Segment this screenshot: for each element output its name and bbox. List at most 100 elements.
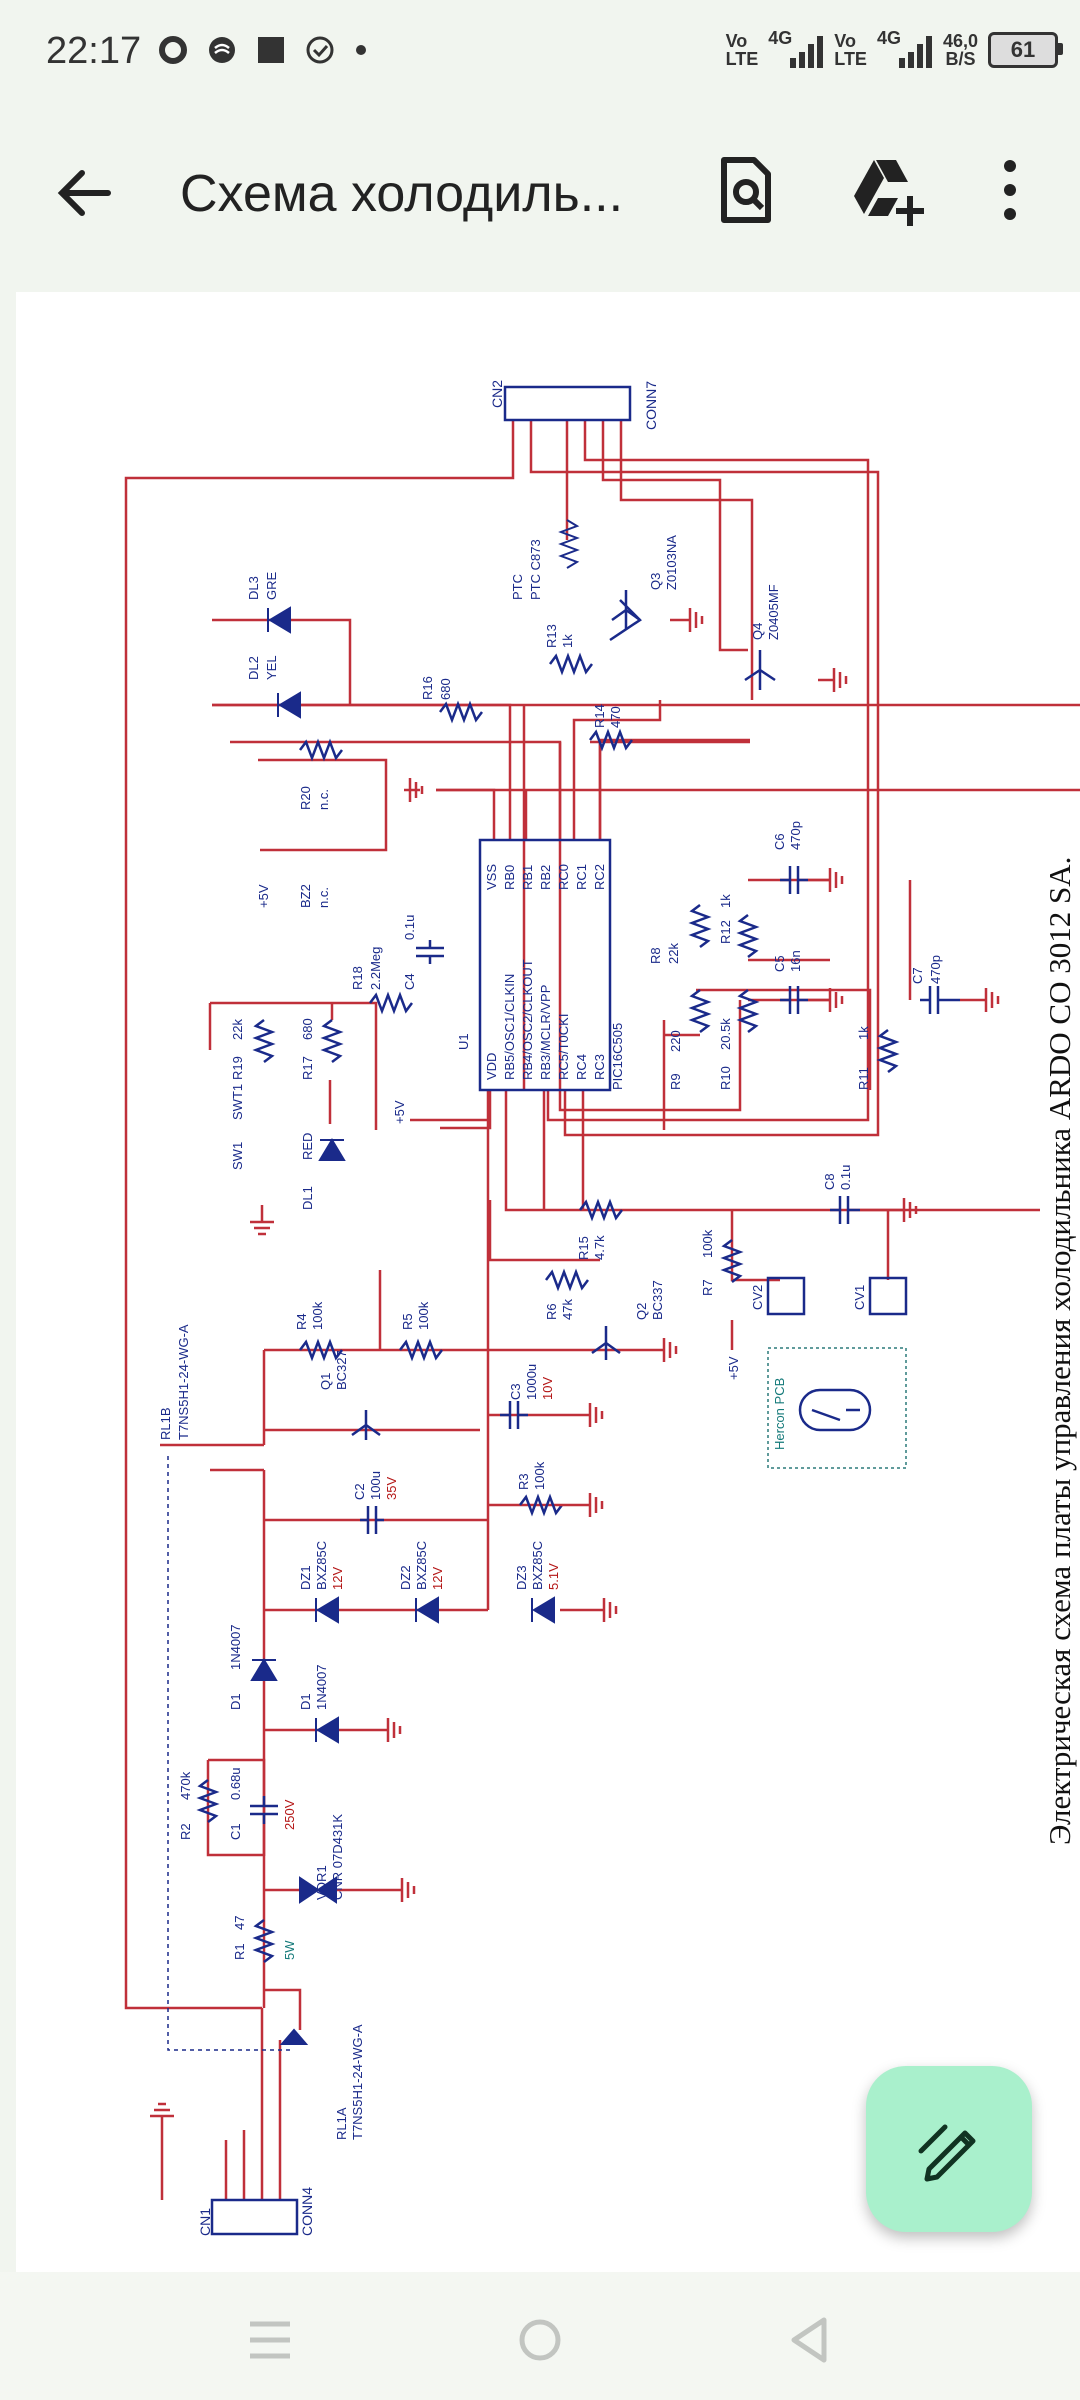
r4-resistor [299,1338,343,1362]
lbl-u1: U1 [456,1033,471,1050]
lbl-q2v: BC337 [650,1280,665,1320]
lbl-dz2: DZ2 [398,1565,413,1590]
document-page[interactable]: CN2 CONN7 PTC C873 PTC Q3 Z0103NA Q4 Z04… [16,292,1080,2272]
lbl-r7: R7 [700,1279,715,1296]
lbl-dz3v: BXZ85C [530,1541,545,1590]
lbl-r2: R2 [178,1823,193,1840]
r18-resistor [369,991,413,1015]
lbl-c8v: 0.1u [838,1165,853,1190]
lbl-conn7: CONN7 [643,381,659,430]
edit-fab-button[interactable] [866,2066,1032,2232]
lbl-q3v: Z0103NA [664,535,679,590]
page-title: Схема холодиль... [180,165,624,223]
lbl-dz2v: BXZ85C [414,1541,429,1590]
lbl-w5: 5W [282,1940,297,1960]
dot-icon [356,45,366,55]
lbl-r6v: 47k [560,1299,575,1320]
lbl-c3v: 1000u [524,1364,539,1400]
lbl-sw1: SW1 [230,1142,245,1170]
lbl-rc3: RC3 [592,1054,607,1080]
lbl-r5: R5 [400,1313,415,1330]
menu-nav-icon[interactable] [240,2310,300,2370]
lbl-ptc: PTC C873 [528,539,543,600]
r1-resistor [252,1919,276,1963]
lbl-r8: R8 [648,947,663,964]
battery-icon: 61 [988,32,1063,68]
r5-resistor [399,1338,443,1362]
lbl-ptc2: PTC [510,574,525,600]
lbl-dz1: DZ1 [298,1565,313,1590]
r15-resistor [579,1198,623,1222]
lbl-c2vv: 35V [384,1477,399,1500]
components [196,385,960,2236]
lbl-rb2: RB2 [538,865,553,890]
lbl-r9: R9 [668,1073,683,1090]
lbl-hercon: Hercon PCB [772,1378,787,1450]
lbl-dz3vv: 5.1V [546,1563,561,1590]
arrow-back-icon[interactable] [50,158,120,228]
lbl-rl1a-v: T7NS5H1-24-WG-A [350,2024,365,2140]
lbl-swt1: SWT1 [230,1084,245,1120]
r8-resistor [688,904,712,948]
lbl-rl1b: RL1B [158,1407,173,1440]
r19-resistor [252,1019,276,1063]
lbl-c1v: 0.68u [228,1767,243,1800]
r10-resistor [736,989,760,1033]
lbl-dz1v: BXZ85C [314,1541,329,1590]
more-vert-icon[interactable] [970,150,1050,230]
lbl-r14v: 470 [608,706,623,728]
lbl-r11: R11 [856,1067,871,1090]
lbl-vdd: VDD [484,1053,499,1080]
r16-resistor [439,700,483,724]
lbl-d1bv: 1N4007 [314,1664,329,1710]
lbl-rb1: RB1 [520,865,535,890]
schematic-labels: CN2 CONN7 PTC C873 PTC Q3 Z0103NA Q4 Z04… [158,380,1077,2236]
signal-2-icon: 4G [877,28,933,70]
square-app-icon [258,37,284,63]
lbl-r14: R14 [592,704,607,728]
lbl-r13v: 1k [560,634,575,648]
lbl-r6: R6 [544,1303,559,1320]
add-to-drive-icon[interactable] [846,150,926,230]
lbl-q4v: Z0405MF [766,584,781,640]
lbl-r10v: 20.5k [718,1018,733,1050]
lbl-r9v: 220 [668,1030,683,1052]
back-nav-icon[interactable] [780,2310,840,2370]
status-time: 22:17 [46,30,142,72]
home-nav-icon[interactable] [510,2310,570,2370]
lbl-r3v: 100k [532,1461,547,1490]
lbl-cn2: CN2 [489,380,505,408]
lbl-bz2: BZ2 [298,884,313,908]
r7-resistor [720,1239,744,1283]
lbl-r7v: 100k [700,1229,715,1258]
lbl-q1v: BC327 [334,1350,349,1390]
lbl-r19: R19 [230,1056,245,1080]
lbl-c8: C8 [822,1173,837,1190]
grounds [150,608,1000,2120]
search-document-icon[interactable] [706,150,786,230]
lbl-mclr: RB3/MCLR/VPP [538,985,553,1080]
lbl-r17: R17 [300,1056,315,1080]
lbl-osc1: RB5/OSC1/CLKIN [502,974,517,1080]
lbl-rc0: RC0 [556,864,571,890]
lbl-r18: R18 [350,966,365,990]
hercon-box [767,1347,907,1469]
lbl-dz1vv: 12V [330,1567,345,1590]
lbl-conn4: CONN4 [299,2187,315,2236]
lbl-cn1: CN1 [197,2208,213,2236]
edit-pen-icon [918,2124,976,2182]
lbl-c5: C5 [772,955,787,972]
lbl-d1av: 1N4007 [228,1624,243,1670]
schematic-diagram: CN2 CONN7 PTC C873 PTC Q3 Z0103NA Q4 Z04… [124,380,1080,2236]
lbl-rc4: RC4 [574,1054,589,1080]
wires [124,420,1080,2200]
lbl-r4: R4 [294,1313,309,1330]
lbl-c4v: 0.1u [402,915,417,940]
lbl-r20: R20 [298,786,313,810]
lbl-d1b: D1 [298,1693,313,1710]
lbl-r18v: 2.2Meg [368,947,383,990]
lbl-rl1a: RL1A [334,2107,349,2140]
lbl-5v-3: +5V [726,1356,741,1380]
lbl-r19v: 22k [230,1019,245,1040]
